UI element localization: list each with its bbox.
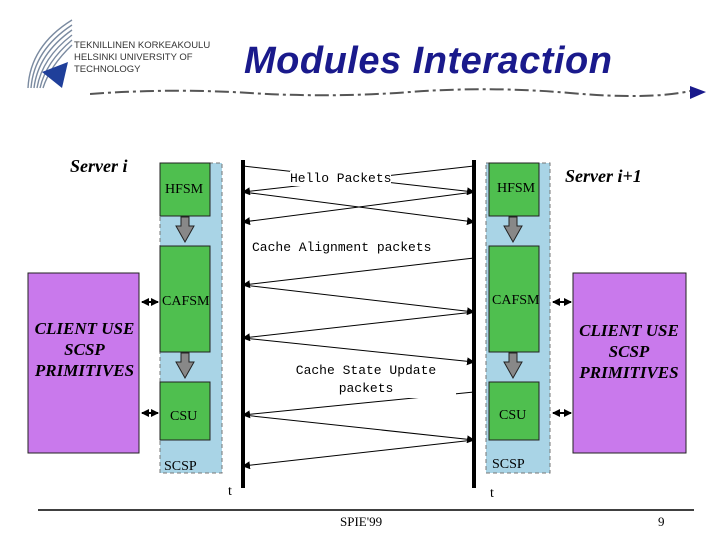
cache-alignment-arrow	[242, 257, 475, 289]
left-hfsm-box	[159, 162, 211, 217]
right-csu-box	[488, 381, 540, 441]
hello-packet-arrow	[242, 191, 475, 226]
cache-state-update-arrow	[242, 414, 475, 444]
left-csu-label: CSU	[170, 409, 198, 424]
title-underline	[90, 86, 706, 99]
client-line: PRIMITIVES	[34, 361, 135, 380]
left-hfsm-label: HFSM	[165, 182, 204, 197]
right-hfsm-label: HFSM	[497, 181, 536, 196]
left-cafsm-label: CAFSM	[162, 294, 210, 309]
left-time-label: t	[228, 484, 232, 499]
footer-conference: SPIE'99	[340, 514, 383, 529]
right-csu-label: CSU	[499, 408, 527, 423]
down-arrow	[175, 352, 195, 380]
down-arrow	[503, 216, 523, 244]
hello-packets-label: Hello Packets	[290, 171, 392, 186]
client-line: CLIENT USE	[579, 321, 679, 340]
cache-state-update-arrow	[242, 439, 475, 470]
university-logo	[27, 19, 73, 89]
right-client-box	[572, 272, 687, 454]
client-line: SCSP	[64, 340, 105, 359]
down-arrow	[175, 216, 195, 244]
server-left-label: Server i	[70, 156, 128, 176]
left-client-label: CLIENT USE SCSP PRIMITIVES	[22, 318, 147, 381]
right-cafsm-box	[488, 245, 540, 353]
right-cafsm-label: CAFSM	[492, 293, 540, 308]
left-client-box	[27, 272, 140, 454]
cache-state-update-line: packets	[338, 381, 394, 396]
client-line: CLIENT USE	[34, 319, 135, 338]
page-number: 9	[658, 514, 665, 529]
right-scsp-label: SCSP	[492, 457, 525, 472]
left-csu-box	[159, 381, 211, 441]
client-line: PRIMITIVES	[579, 363, 679, 382]
cache-alignment-arrow	[242, 337, 475, 366]
right-time-label: t	[490, 486, 494, 501]
cache-alignment-arrow	[242, 311, 475, 342]
down-arrow	[503, 352, 523, 380]
institution-line: TECHNOLOGY	[74, 64, 141, 75]
right-hfsm-box	[488, 162, 540, 217]
page-title: Modules Interaction	[244, 40, 613, 82]
cache-state-update-line: Cache State Update	[295, 363, 437, 378]
cache-alignment-arrow	[242, 284, 475, 316]
client-line: SCSP	[608, 342, 650, 361]
institution-name: TEKNILLINEN KORKEAKOULU HELSINKI UNIVERS…	[74, 40, 210, 76]
cache-alignment-label: Cache Alignment packets	[252, 240, 432, 255]
right-client-label: CLIENT USE SCSP PRIMITIVES	[566, 320, 692, 383]
left-scsp-label: SCSP	[164, 459, 197, 474]
institution-line: TEKNILLINEN KORKEAKOULU	[74, 40, 211, 51]
server-right-label: Server i+1	[565, 166, 642, 186]
left-cafsm-box	[159, 245, 211, 353]
cache-state-update-label: Cache State Update packets	[276, 362, 456, 398]
institution-line: HELSINKI UNIVERSITY OF	[74, 52, 193, 63]
